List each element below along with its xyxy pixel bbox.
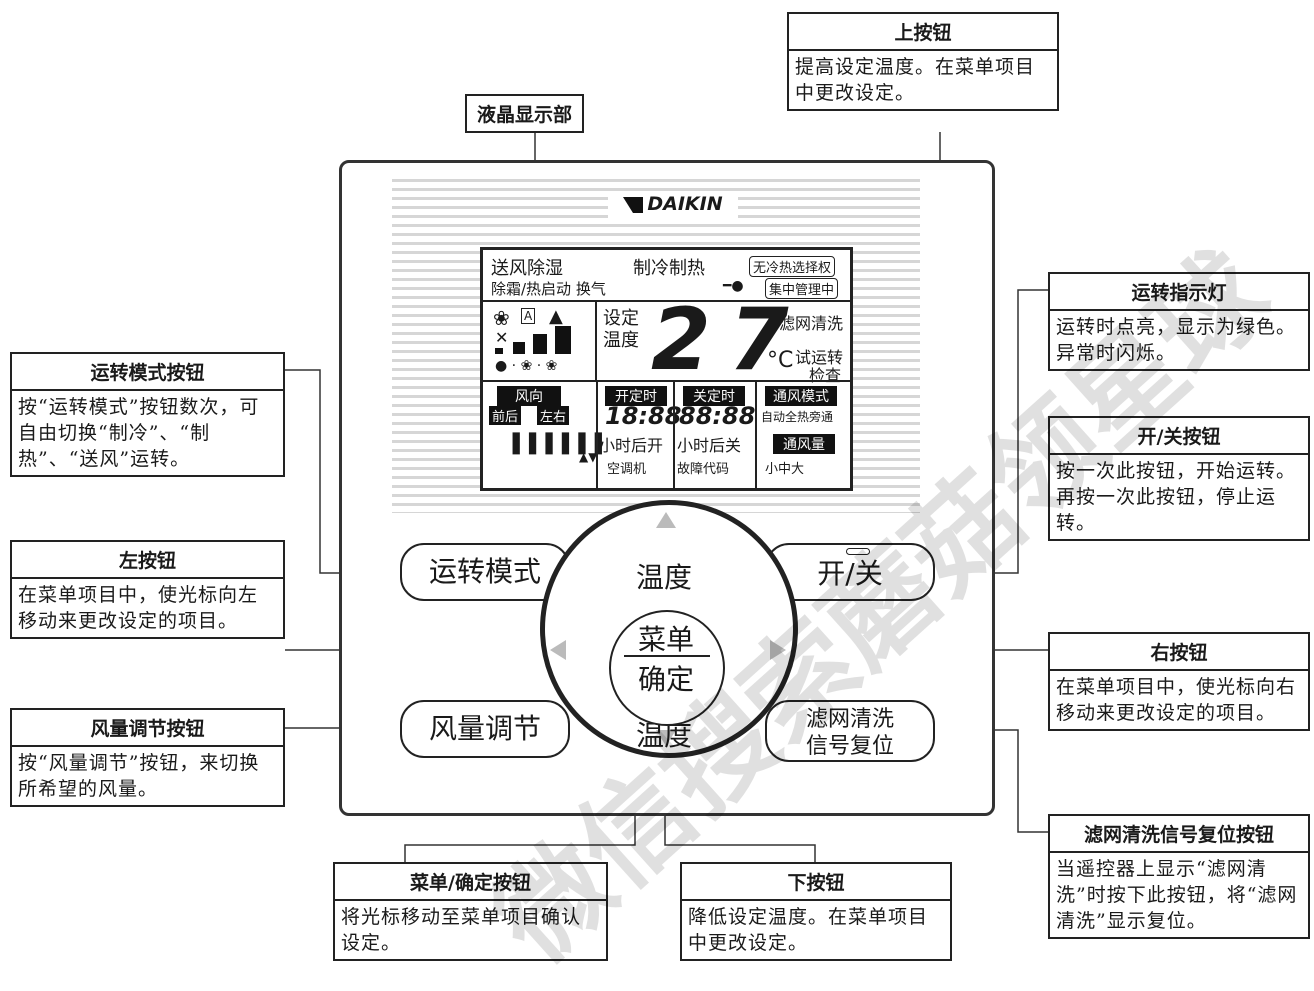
lcd-mode-cool-heat: 制冷制热 [633, 258, 705, 279]
callout-onoff-body: 按一次此按钮，开始运转。再按一次此按钮，停止运转。 [1056, 460, 1297, 534]
updown-icon: ▲▼ [579, 450, 598, 464]
lcd-mode-fan-dry: 送风除湿 [491, 258, 563, 279]
lcd-fault-code: 故障代码 [677, 462, 730, 477]
callout-fan-title: 风量调节按钮 [12, 710, 283, 747]
confirm-label: 确定 [638, 663, 695, 696]
callout-mode: 运转模式按钮 按“运转模式”按钮数次，可自由切换“制冷”、“制热”、“送风”运转… [10, 352, 285, 477]
callout-onoff-title: 开/关按钮 [1050, 418, 1308, 455]
lcd-ac-unit: 空调机 [607, 462, 647, 477]
callout-right-title: 右按钮 [1050, 634, 1308, 671]
callout-onoff: 开/关按钮 按一次此按钮，开始运转。再按一次此按钮，停止运转。 [1048, 416, 1310, 541]
lcd-no-priority: 无冷热选择权 [749, 256, 836, 277]
lcd-filter-clean: 滤网清洗 [779, 314, 844, 333]
callout-down-title: 下按钮 [682, 864, 950, 901]
lcd-set-label: 设定 [603, 308, 639, 329]
lcd-off-after: 小时后关 [677, 436, 742, 455]
callout-right: 右按钮 在菜单项目中，使光标向右移动来更改设定的项目。 [1048, 632, 1310, 731]
callout-fan-body: 按“风量调节”按钮，来切换所希望的风量。 [18, 752, 260, 800]
lcd-unit: °C [767, 348, 794, 373]
lcd-on-clock: 18:88 [605, 402, 682, 430]
callout-filter-body: 当遥控器上显示“滤网清洗”时按下此按钮，将“滤网清洗”显示复位。 [1056, 858, 1298, 932]
menu-confirm-button[interactable] [609, 610, 725, 726]
callout-mode-title: 运转模式按钮 [12, 354, 283, 391]
callout-fan: 风量调节按钮 按“风量调节”按钮，来切换所希望的风量。 [10, 708, 285, 807]
lcd-test-run: 试运转 [795, 348, 844, 367]
callout-menu: 菜单/确定按钮 将光标移动至菜单项目确认设定。 [333, 862, 608, 961]
left-arrow-icon[interactable] [550, 640, 566, 660]
filter-reset-line1: 滤网清洗 [805, 707, 894, 732]
callout-right-body: 在菜单项目中，使光标向右移动来更改设定的项目。 [1056, 676, 1297, 724]
callout-menu-body: 将光标移动至菜单项目确认设定。 [341, 906, 582, 954]
operation-lamp [846, 548, 870, 555]
callout-down: 下按钮 降低设定温度。在菜单项目中更改设定。 [680, 862, 952, 961]
cross-icon: ✕ [495, 328, 509, 347]
lcd-on-timer: 开定时 [605, 386, 667, 406]
daikin-logo: DAIKIN [608, 193, 738, 219]
callout-lamp-body: 运转时点亮，显示为绿色。异常时闪烁。 [1056, 316, 1297, 364]
callout-left-title: 左按钮 [12, 542, 283, 579]
callout-lamp: 运转指示灯 运转时点亮，显示为绿色。异常时闪烁。 [1048, 272, 1310, 371]
callout-left-body: 在菜单项目中，使光标向左移动来更改设定的项目。 [18, 584, 259, 632]
temp-up-label[interactable]: 温度 [636, 561, 693, 594]
louver-icon: ❚❚❚❚❚❚ [507, 430, 608, 455]
menu-label: 菜单 [638, 623, 695, 656]
callout-filter: 滤网清洗信号复位按钮 当遥控器上显示“滤网清洗”时按下此按钮，将“滤网清洗”显示… [1048, 814, 1310, 939]
fan-icon: ❀ [493, 306, 510, 330]
right-arrow-icon[interactable] [770, 640, 786, 660]
callout-lamp-title: 运转指示灯 [1050, 274, 1308, 311]
lcd-off-timer: 关定时 [683, 386, 745, 406]
lcd-vent-volume: 通风量 [773, 434, 835, 454]
callout-menu-title: 菜单/确定按钮 [335, 864, 606, 901]
filter-reset-line2: 信号复位 [805, 734, 894, 759]
callout-down-body: 降低设定温度。在菜单项目中更改设定。 [688, 906, 929, 954]
fan-speed-button[interactable]: 风量调节 [400, 700, 570, 758]
lcd-on-after: 小时后开 [599, 436, 664, 455]
callout-left: 左按钮 在菜单项目中，使光标向左移动来更改设定的项目。 [10, 540, 285, 639]
callout-up-body: 提高设定温度。在菜单项目中更改设定。 [795, 56, 1036, 104]
brand-text: DAIKIN [647, 193, 723, 215]
lcd-left-right: 左右 [537, 406, 570, 425]
daikin-logo-icon [623, 196, 644, 213]
lcd-air-direction: 风向 [497, 386, 561, 406]
lcd-vent-mode: 通风模式 [765, 386, 837, 406]
down-arrow-icon[interactable] [656, 730, 676, 746]
lcd-off-clock: 88:88 [679, 402, 756, 430]
up-arrow-icon[interactable] [656, 512, 676, 528]
lcd-inspect: 检查 [809, 366, 842, 385]
key-icon: ━● [723, 278, 744, 294]
callout-filter-title: 滤网清洗信号复位按钮 [1050, 816, 1308, 853]
callout-mode-body: 按“运转模式”按钮数次，可自由切换“制冷”、“制热”、“送风”运转。 [18, 396, 260, 470]
auto-icon: A [521, 308, 536, 324]
tree-icon: ▲ [549, 306, 563, 327]
callout-up: 上按钮 提高设定温度。在菜单项目中更改设定。 [787, 12, 1059, 111]
lcd-front-back: 前后 [489, 406, 522, 425]
filter-reset-button[interactable]: 滤网清洗 信号复位 [765, 700, 935, 762]
fan-swing-icon: ● · ❀ · ❀ [495, 358, 558, 374]
lcd-screen: 送风除湿 制冷制热 无冷热选择权 除霜/热启动 换气 ━● 集中管理中 ❀ A … [480, 247, 853, 491]
callout-up-title: 上按钮 [789, 14, 1057, 51]
lcd-central: 集中管理中 [765, 278, 839, 299]
lcd-temperature: 27 [651, 290, 807, 390]
lcd-temp-label: 温度 [603, 330, 639, 351]
lcd-defrost: 除霜/热启动 换气 [491, 280, 606, 298]
lcd-vent-options: 自动全热旁通 [761, 410, 834, 424]
lcd-vent-levels: 小中大 [765, 462, 805, 477]
lcd-display-label: 液晶显示部 [465, 94, 585, 133]
